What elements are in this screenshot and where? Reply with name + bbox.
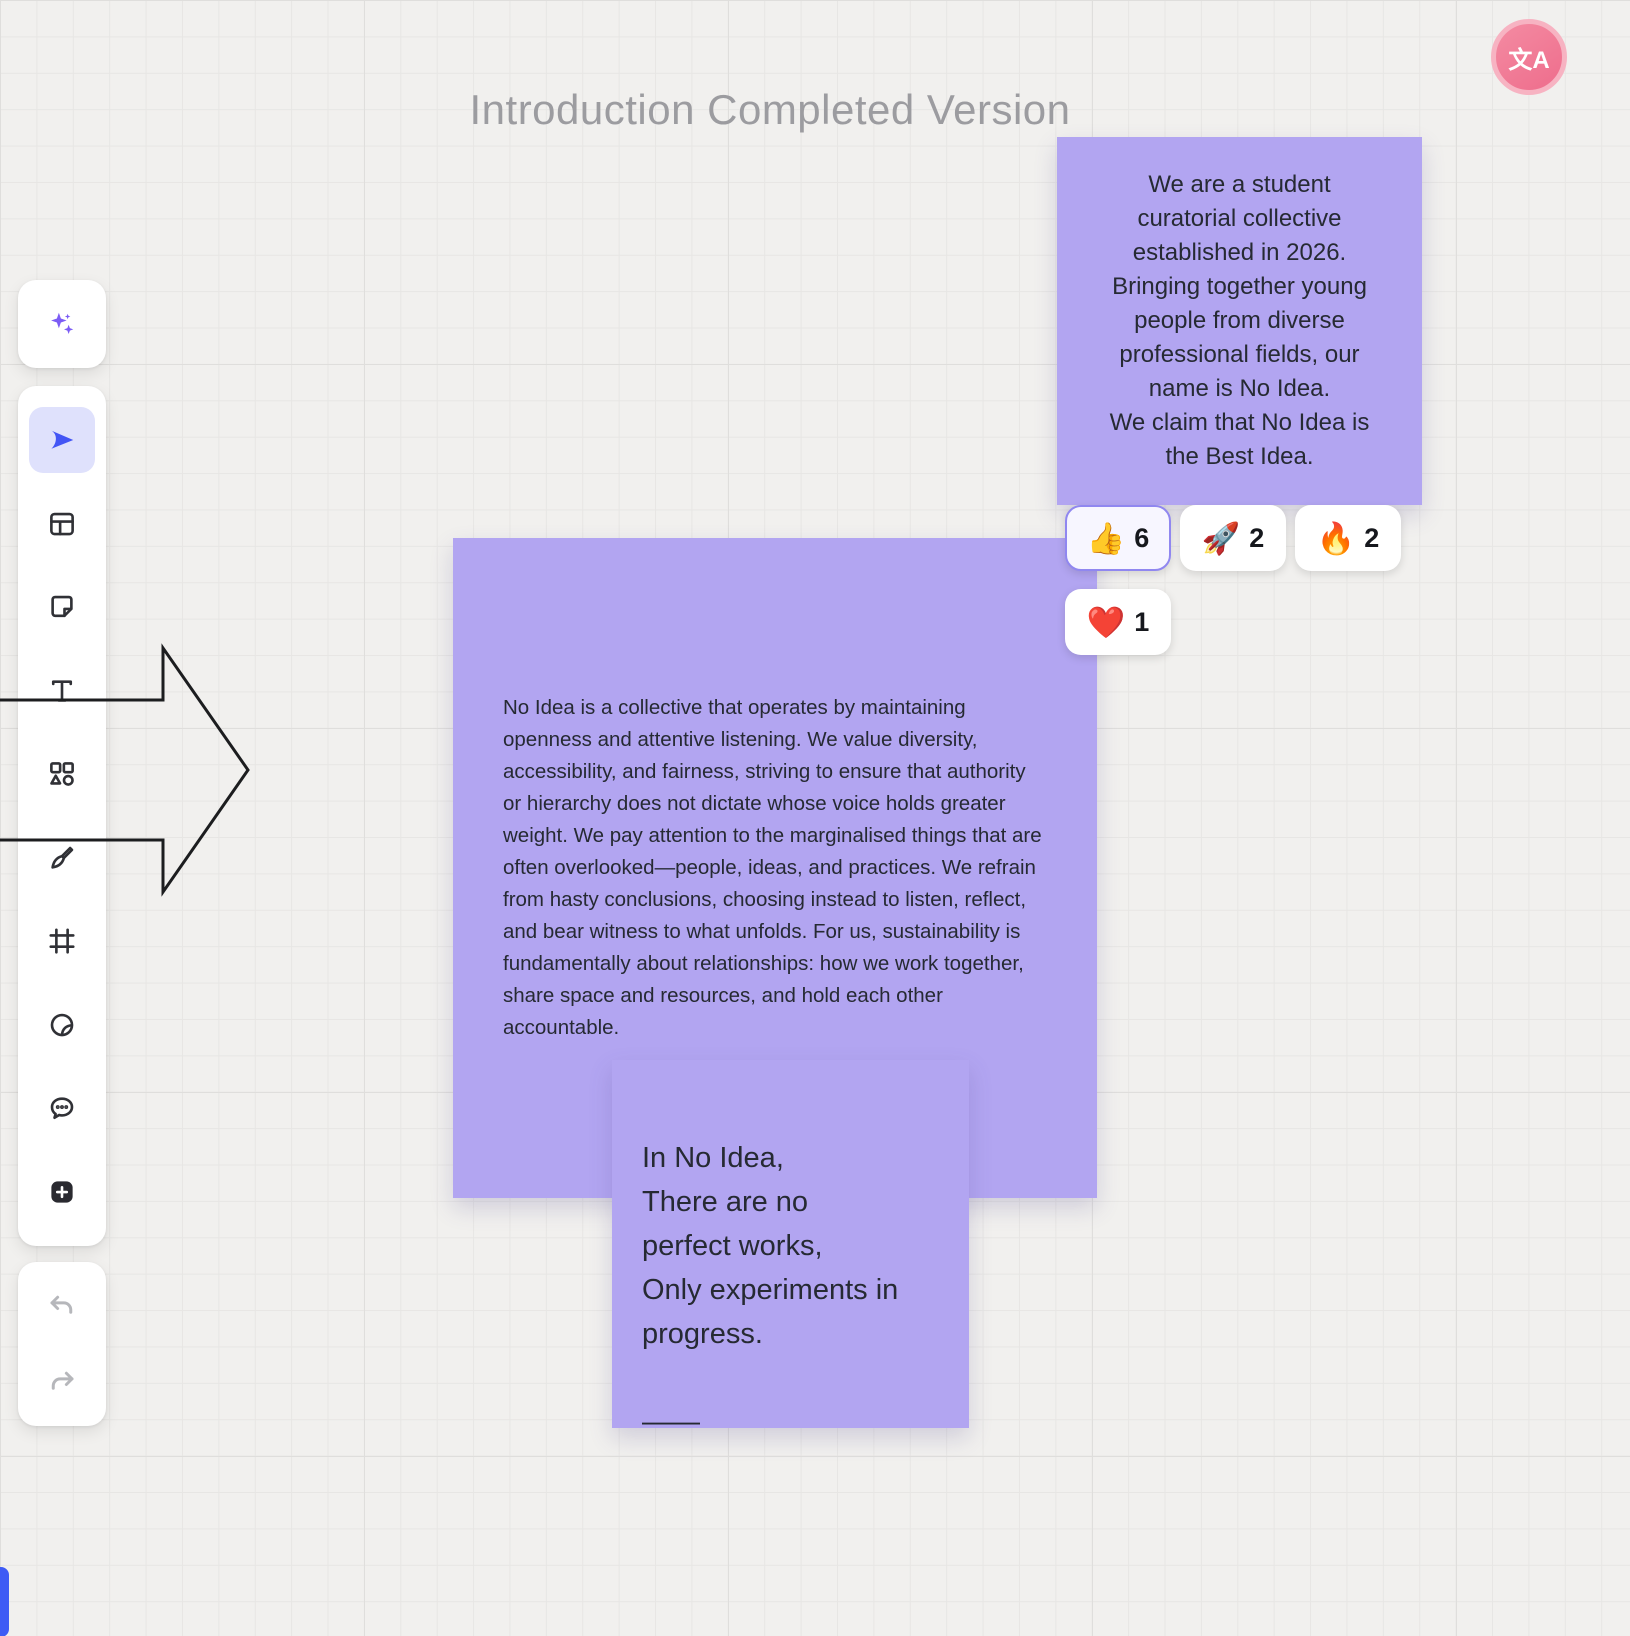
redo-button[interactable] xyxy=(29,1349,95,1415)
collapsed-panel-handle[interactable] xyxy=(0,1567,9,1636)
reaction-badge-thumbs-up[interactable]: 👍 6 xyxy=(1065,505,1171,571)
draw-tool-button[interactable] xyxy=(29,825,95,891)
toolbar-history-card xyxy=(18,1262,106,1426)
redo-icon xyxy=(51,1372,74,1391)
frame-icon xyxy=(49,928,75,954)
undo-icon xyxy=(50,1295,73,1314)
pen-icon xyxy=(51,846,74,869)
sticky-note-intro-text: We are a student curatorial collective e… xyxy=(1109,171,1370,470)
heart-emoji-icon: ❤️ xyxy=(1086,604,1126,640)
thumbs-up-emoji-icon: 👍 xyxy=(1086,520,1126,556)
reaction-count: 2 xyxy=(1249,522,1265,553)
undo-button[interactable] xyxy=(29,1273,95,1339)
add-tool-button[interactable] xyxy=(29,1159,95,1225)
translate-avatar-glyph: 文A xyxy=(1508,46,1550,74)
sparkles-icon xyxy=(51,312,74,334)
toolbar-tools-card xyxy=(18,386,106,1246)
plus-icon xyxy=(51,1180,73,1203)
sticky-note-poem[interactable]: In No Idea, There are no perfect works, … xyxy=(612,1060,969,1438)
translate-avatar[interactable]: 文A xyxy=(1491,19,1567,95)
comment-icon xyxy=(50,1097,74,1120)
templates-tool-button[interactable] xyxy=(29,491,95,557)
sticky-note-manifesto-text: No Idea is a collective that operates by… xyxy=(503,696,1042,1039)
board-title[interactable]: Introduction Completed Version xyxy=(469,86,1071,133)
reaction-badge-fire[interactable]: 🔥 2 xyxy=(1295,505,1401,571)
sticky-note-intro[interactable]: We are a student curatorial collective e… xyxy=(1057,137,1422,505)
layout-icon xyxy=(50,512,74,536)
fire-emoji-icon: 🔥 xyxy=(1316,520,1356,556)
toolbar-ai-card xyxy=(18,280,106,368)
shapes-icon xyxy=(50,762,74,787)
shapes-tool-button[interactable] xyxy=(29,741,95,807)
sticker-icon xyxy=(50,1013,74,1036)
sticker-tool-button[interactable] xyxy=(29,992,95,1058)
select-tool-button[interactable] xyxy=(29,407,95,474)
ai-assist-button[interactable] xyxy=(29,291,95,357)
reaction-badge-heart[interactable]: ❤️ 1 xyxy=(1065,589,1171,655)
sticky-note-icon xyxy=(51,596,73,618)
sticky-note-manifesto[interactable]: No Idea is a collective that operates by… xyxy=(453,538,1097,1198)
reaction-badge-rocket[interactable]: 🚀 2 xyxy=(1180,505,1286,571)
comment-tool-button[interactable] xyxy=(29,1075,95,1141)
frame-tool-button[interactable] xyxy=(29,908,95,974)
cursor-icon xyxy=(51,431,74,450)
reaction-count: 6 xyxy=(1134,522,1150,553)
sticky-note-tool-button[interactable] xyxy=(29,574,95,640)
rocket-emoji-icon: 🚀 xyxy=(1201,520,1241,556)
sticky-note-poem-text: In No Idea, There are no perfect works, … xyxy=(642,1142,899,1438)
reaction-count: 1 xyxy=(1134,606,1150,637)
arrow-shape[interactable] xyxy=(0,638,252,902)
reaction-count: 2 xyxy=(1364,522,1380,553)
